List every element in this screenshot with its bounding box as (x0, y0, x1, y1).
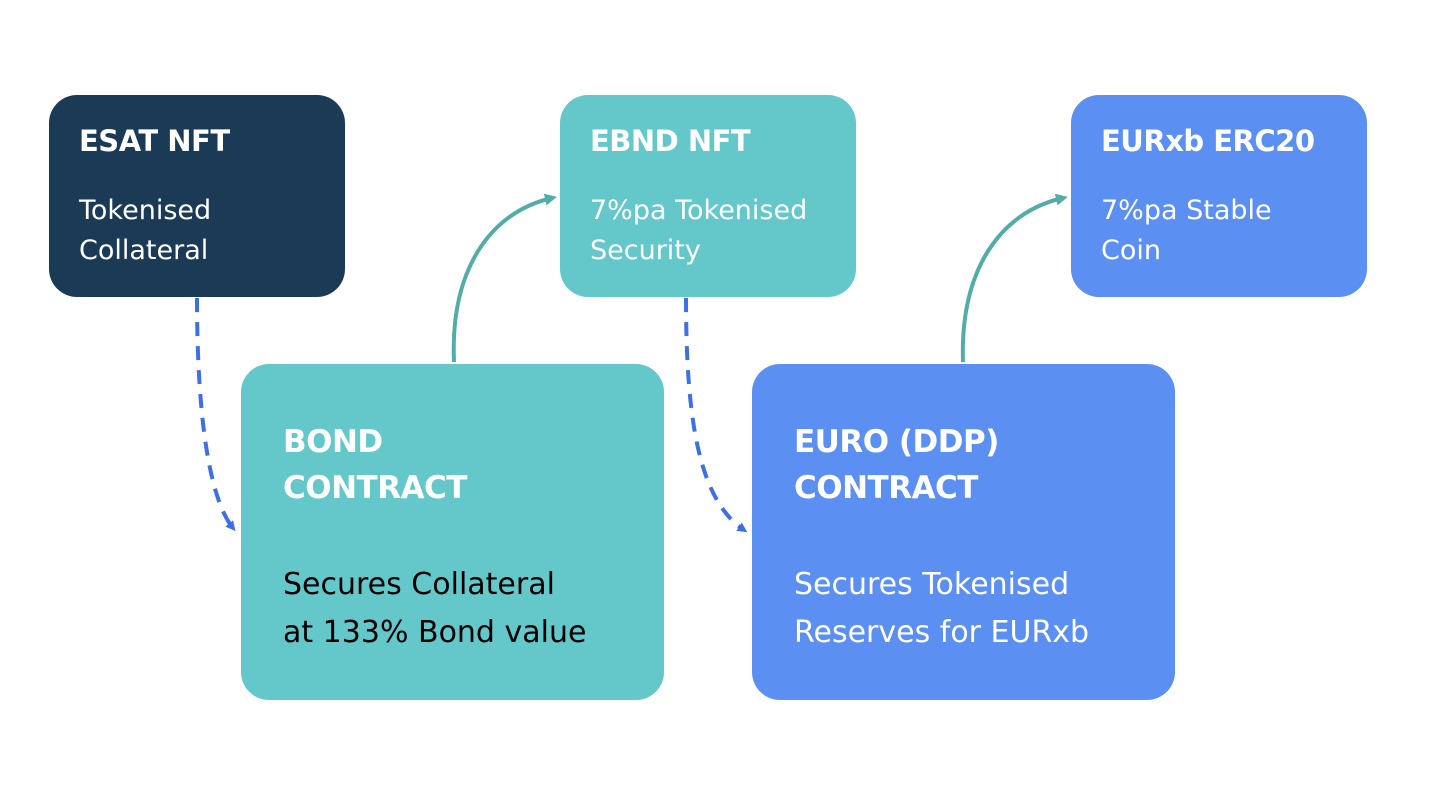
arrow-ebnd-to-euro (684, 297, 748, 533)
node-title: EBND NFT (590, 124, 751, 158)
node-description: Tokenised Collateral (79, 195, 212, 266)
node-title: ESAT NFT (79, 124, 230, 158)
node-eurxb-erc20: EURxb ERC20 7%pa Stable Coin (1071, 95, 1367, 297)
node-description: 7%pa Tokenised Security (590, 195, 808, 266)
node-title: EURO (DDP) CONTRACT (794, 424, 999, 506)
node-title: BOND CONTRACT (283, 424, 467, 506)
node-title: EURxb ERC20 (1101, 124, 1315, 158)
arrow-bond-to-ebnd (451, 193, 557, 363)
arrow-esat-to-bond (195, 297, 236, 532)
node-ebnd-nft: EBND NFT 7%pa Tokenised Security (560, 95, 856, 297)
node-description: Secures Tokenised Reserves for EURxb (794, 567, 1090, 650)
node-bond-contract: BOND CONTRACT Secures Collateral at 133%… (241, 364, 664, 700)
node-euro-ddp-contract: EURO (DDP) CONTRACT Secures Tokenised Re… (752, 364, 1175, 700)
arrow-euro-to-eurxb (960, 193, 1068, 363)
node-description: 7%pa Stable Coin (1101, 195, 1272, 266)
node-esat-nft: ESAT NFT Tokenised Collateral (49, 95, 345, 297)
node-description: Secures Collateral at 133% Bond value (283, 567, 587, 650)
